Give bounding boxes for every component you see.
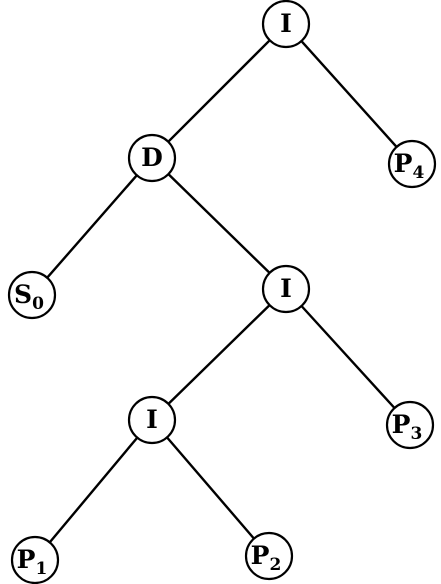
- node-i-lower: I: [127, 395, 177, 445]
- node-i-middle: I: [261, 264, 311, 314]
- node-p1: P1: [10, 535, 60, 584]
- node-label: I: [280, 9, 292, 38]
- node-label: P2: [251, 541, 282, 575]
- edge-n6-n9: [165, 436, 256, 540]
- node-label: P4: [394, 149, 425, 183]
- edge-n6-n8: [48, 436, 139, 544]
- node-circle: [7, 270, 57, 320]
- edge-n5-n6: [167, 303, 271, 406]
- node-label: S0: [14, 280, 44, 314]
- node-circle: [261, 0, 311, 49]
- node-p2: P2: [244, 531, 294, 581]
- node-label: D: [141, 143, 163, 172]
- edge-n1-n2: [167, 39, 271, 143]
- edge-n2-n4: [46, 174, 139, 279]
- node-label: P3: [392, 410, 423, 444]
- edge-n5-n7: [300, 304, 396, 410]
- node-p3: P3: [385, 400, 435, 450]
- node-circle: [10, 535, 60, 584]
- node-s0: S0: [7, 270, 57, 320]
- node-p4: P4: [387, 139, 437, 189]
- nodes-layer: I D P4 S0 I I P3 P1: [7, 0, 437, 584]
- node-circle: [261, 264, 311, 314]
- node-label: I: [146, 405, 158, 434]
- node-circle: [127, 395, 177, 445]
- edges-layer: [46, 39, 398, 544]
- edge-n1-n3: [300, 39, 398, 149]
- edge-n2-n5: [167, 172, 271, 275]
- node-label: P1: [17, 545, 48, 579]
- node-root-i: I: [261, 0, 311, 49]
- node-d: D: [127, 133, 177, 183]
- node-label: I: [280, 274, 292, 303]
- node-circle: [244, 531, 294, 581]
- node-circle: [127, 133, 177, 183]
- node-circle: [387, 139, 437, 189]
- node-circle: [385, 400, 435, 450]
